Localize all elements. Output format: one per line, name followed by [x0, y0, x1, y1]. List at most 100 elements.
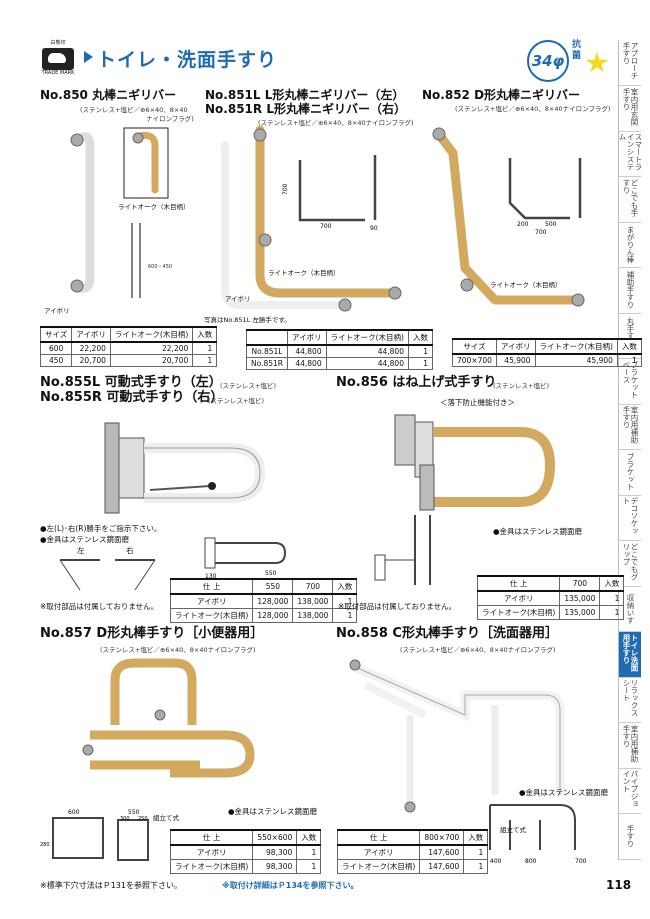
p857-dim-280: 280	[40, 842, 50, 848]
sidebar-item-15[interactable]: 室内用補助手すり	[619, 723, 641, 769]
p857-dim-300: 300	[120, 816, 130, 822]
table-cell: 44,800	[286, 357, 327, 370]
sidebar-item-13[interactable]: トイレ洗面用手すり	[619, 631, 641, 678]
p852-col-header: アイボリ	[495, 338, 536, 355]
p852-dim-200: 200	[517, 221, 529, 228]
table-cell: 135,000	[559, 605, 601, 620]
p856-note-metal: ●金具はステンレス鏡面磨	[493, 527, 583, 536]
sidebar-item-0[interactable]: アプローチ手すり	[619, 40, 641, 86]
sidebar-item-3[interactable]: どこでも手すり	[619, 177, 641, 223]
p857-col-header: 仕 上	[169, 829, 254, 846]
table-cell: 600	[39, 341, 73, 355]
p851-col-header: ライトオーク(木目柄)	[325, 329, 409, 346]
p858-dim-800: 800	[525, 858, 537, 865]
table-cell: 44,800	[325, 344, 409, 358]
p855-note-parts: ※取付部品は付属しておりません。	[40, 602, 159, 611]
title-marker-icon	[84, 51, 93, 63]
p857-dimension-diagram: 600 550 300 250 280	[40, 809, 149, 861]
p857-dim-250: 250	[138, 816, 148, 822]
table-cell: 128,000	[252, 593, 294, 609]
p851-col-header	[246, 329, 288, 346]
page-title: トイレ・洗面手すり	[97, 49, 278, 71]
p857-col-header: 550×600	[252, 829, 298, 846]
sidebar-item-8[interactable]: 室内用補助手すり	[619, 404, 641, 450]
p857-col-header: 入数	[296, 829, 322, 846]
p852-dim-700: 700	[535, 229, 547, 236]
table-cell: 98,300	[252, 859, 298, 874]
p852-col-header: 入数	[616, 338, 642, 355]
p850-col-header: ライトオーク(木目柄)	[109, 326, 194, 343]
antibacterial-label: 抗菌	[572, 40, 582, 61]
p855-label-right: 右	[126, 546, 134, 555]
sidebar-item-14[interactable]: リラックスシート	[619, 677, 641, 723]
sidebar-item-7[interactable]: ブラケットベース	[619, 359, 641, 405]
logo-trademark: TRADE MARK	[41, 70, 75, 76]
p856-illustration	[394, 414, 556, 511]
p851-spec: (ステンレス+塩ビ／⊕6×40、8×40ナイロンプラグ)	[258, 119, 414, 127]
table-cell: 20,700	[71, 354, 111, 367]
sidebar-item-2[interactable]: スマートラインシステム	[618, 131, 643, 177]
p856-note-parts: ※取付部品は付属しておりません。	[338, 602, 457, 611]
p852-dim-500: 500	[545, 221, 557, 228]
sidebar-item-10[interactable]: デコソケット	[619, 495, 641, 541]
p857-illustration	[82, 658, 255, 778]
sidebar-item-1[interactable]: 室内用玄関手すり	[619, 86, 641, 132]
p857-stand-label: 組立て式	[153, 814, 179, 822]
sidebar-item-9[interactable]: ブラケット	[619, 450, 641, 496]
p855-spec2: (ステンレス+塩ビ)	[208, 397, 265, 405]
p855-note-hand: ●左(L)･右(R)勝手をご指示下さい。	[40, 524, 162, 533]
sidebar-item-11[interactable]: どこでもグリップ	[619, 541, 641, 587]
table-cell: 1	[616, 353, 642, 367]
table-cell: 1	[192, 341, 218, 355]
svg-text:600・450: 600・450	[148, 264, 172, 270]
p855-spec: (ステンレス+塩ビ)	[220, 382, 277, 390]
table-cell: アイボリ	[476, 590, 561, 606]
table-cell: ライトオーク(木目柄)	[476, 605, 561, 620]
p855r-title: No.855R 可動式手すり（右）	[40, 390, 224, 405]
p858-col-header: 入数	[463, 829, 489, 846]
sidebar-item-17[interactable]: 手すり	[619, 814, 641, 860]
p855-label-left: 左	[77, 546, 85, 555]
table-cell: 138,000	[292, 608, 334, 623]
p851-illustration: 700 700 90	[221, 125, 402, 312]
table-cell: 1	[192, 354, 218, 367]
table-cell: 1	[296, 859, 322, 874]
p855l-title: No.855L 可動式手すり（左）	[40, 375, 222, 390]
p850-spec2: ナイロンプラグ)	[146, 115, 194, 123]
p858-dim-400: 400	[490, 858, 502, 865]
table-cell: 45,900	[534, 353, 618, 367]
table-cell: 20,700	[109, 354, 194, 367]
p852-oak-label: ライトオーク（木目柄）	[490, 281, 562, 289]
table-cell: 22,200	[109, 341, 194, 355]
p856-title: No.856 はね上げ式手すり	[336, 375, 497, 390]
sidebar-item-5[interactable]: 補助手すり	[619, 268, 641, 314]
table-cell: ライトオーク(木目柄)	[169, 608, 254, 623]
p851l-title: No.851L L形丸棒ニギリバー（左）	[205, 88, 405, 102]
p850-col-header: 入数	[192, 326, 218, 343]
table-cell: 98,300	[252, 844, 298, 860]
p857-title: No.857 D形丸棒手すり［小便器用］	[40, 626, 264, 641]
p851-ivory-label: アイボリ	[225, 295, 251, 303]
page-number: 118	[606, 878, 632, 892]
p857-spec: (ステンレス+塩ビ／⊕6×40、8×40ナイロンプラグ)	[100, 646, 256, 654]
p850-ivory-label: アイボリ	[44, 307, 70, 315]
p857-dim-550: 550	[128, 809, 140, 816]
p852-col-header: サイズ	[452, 338, 497, 355]
category-sidebar: アプローチ手すり室内用玄関手すりスマートラインシステムどこでも手すりまがりん棒補…	[618, 40, 643, 860]
p850-col-header: サイズ	[39, 326, 73, 343]
sidebar-item-16[interactable]: パイプジョイント	[619, 768, 641, 814]
sidebar-item-4[interactable]: まがりん棒	[619, 222, 641, 268]
p855-swing-diagram	[59, 559, 156, 591]
p852-col-header: ライトオーク(木目柄)	[534, 338, 618, 355]
table-cell: ライトオーク(木目柄)	[336, 859, 421, 874]
p851-oak-label: ライトオーク（木目柄）	[268, 269, 340, 277]
p850-spec: (ステンレス+塩ビ／⊕6×40、8×40	[80, 106, 188, 114]
